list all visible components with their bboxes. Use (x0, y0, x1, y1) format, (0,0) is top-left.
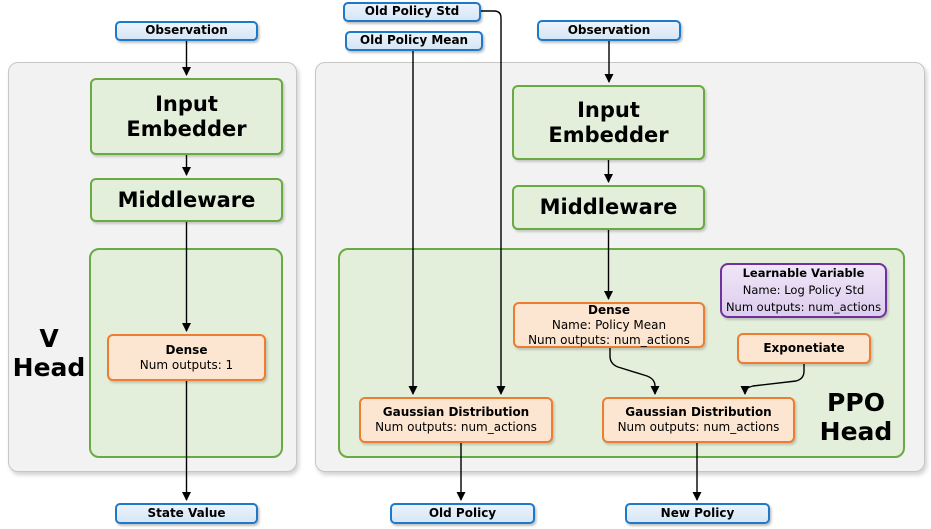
v-middleware-node: Middleware (90, 178, 283, 222)
ppo-observation-label: Observation (567, 22, 651, 37)
ppo-dense-outputs: Num outputs: num_actions (528, 332, 690, 347)
old-policy-std-label: Old Policy Std (364, 4, 460, 19)
v-head-label-line1: V (39, 324, 59, 353)
old-policy-std-node: Old Policy Std (343, 2, 481, 22)
learnable-variable-name: Name: Log Policy Std (742, 283, 865, 297)
old-policy-mean-node: Old Policy Mean (345, 31, 483, 51)
v-dense-title: Dense (165, 342, 208, 357)
exponentiate-label: Exponetiate (763, 340, 845, 355)
old-policy-output-label: Old Policy (428, 505, 497, 520)
v-input-embedder-node: Input Embedder (90, 78, 283, 155)
state-value-node: State Value (115, 503, 258, 524)
learnable-variable-outputs: Num outputs: num_actions (725, 300, 882, 314)
ppo-head-label: PPO Head (808, 388, 904, 446)
v-middleware-label: Middleware (117, 187, 256, 212)
ppo-head-label-line1: PPO (827, 388, 885, 417)
old-policy-output-node: Old Policy (390, 503, 535, 524)
gaussian-new-title: Gaussian Distribution (625, 405, 772, 419)
new-policy-output-node: New Policy (625, 503, 770, 524)
gaussian-old-outputs: Num outputs: num_actions (375, 420, 537, 434)
gaussian-old-title: Gaussian Distribution (382, 405, 530, 419)
old-policy-mean-label: Old Policy Mean (359, 33, 469, 48)
ppo-observation-node: Observation (537, 20, 681, 41)
v-dense-outputs: Num outputs: 1 (139, 357, 234, 372)
ppo-head-label-line2: Head (819, 417, 893, 446)
gaussian-distribution-new-node: Gaussian Distribution Num outputs: num_a… (602, 397, 795, 443)
ppo-dense-node: Dense Name: Policy Mean Num outputs: num… (513, 302, 705, 348)
v-observation-label: Observation (145, 23, 228, 38)
learnable-variable-title: Learnable Variable (742, 266, 865, 280)
v-input-embedder-label: Input Embedder (126, 92, 247, 141)
ppo-dense-name: Name: Policy Mean (551, 317, 667, 332)
ppo-middleware-label: Middleware (539, 195, 678, 220)
ppo-input-embedder-node: Input Embedder (512, 85, 705, 160)
ppo-input-embedder-label: Input Embedder (548, 98, 669, 147)
exponentiate-node: Exponetiate (737, 333, 871, 364)
gaussian-new-outputs: Num outputs: num_actions (617, 420, 780, 434)
v-head-label-line2: Head (12, 353, 86, 382)
v-head-label: V Head (10, 324, 88, 382)
learnable-variable-node: Learnable Variable Name: Log Policy Std … (720, 263, 887, 318)
gaussian-distribution-old-node: Gaussian Distribution Num outputs: num_a… (359, 397, 553, 443)
ppo-middleware-node: Middleware (512, 185, 705, 230)
v-observation-node: Observation (115, 21, 258, 41)
ppo-dense-title: Dense (588, 302, 630, 317)
new-policy-output-label: New Policy (660, 505, 735, 520)
v-dense-node: Dense Num outputs: 1 (107, 334, 266, 381)
state-value-label: State Value (147, 505, 226, 520)
